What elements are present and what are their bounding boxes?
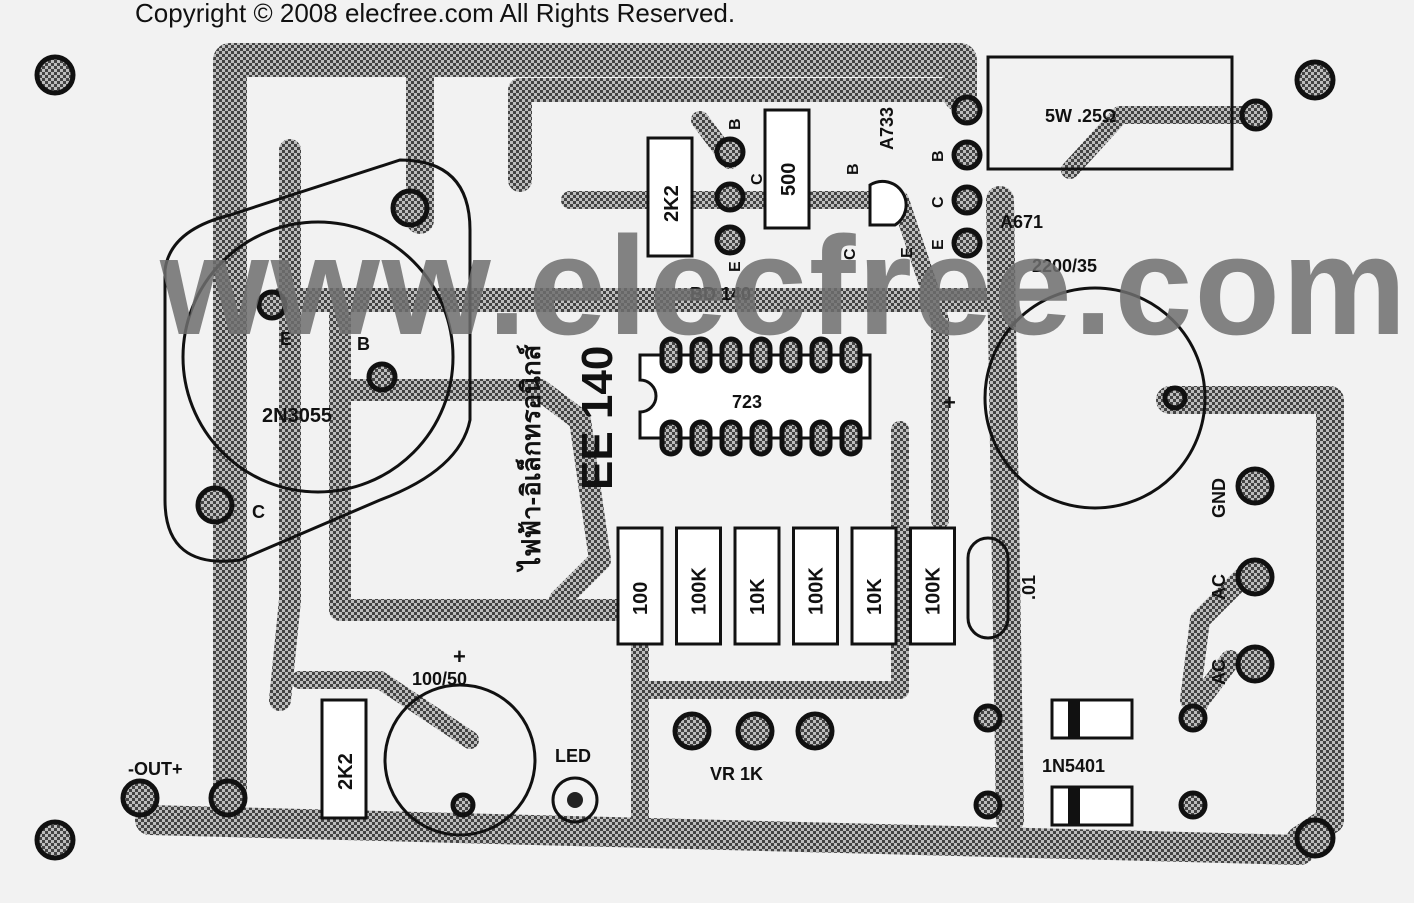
component-label: 723 (732, 392, 762, 412)
thai-text: ไฟฟ้า-อิเล็กทรอนิกส์ (515, 344, 546, 573)
copyright-text: Copyright © 2008 elecfree.com All Rights… (135, 0, 736, 28)
capacitor-100uf (383, 683, 537, 837)
bd140-pads (714, 136, 746, 256)
component-label: VR 1K (710, 764, 763, 784)
mounting-holes (34, 54, 1336, 861)
capacitor-2200uf (983, 286, 1207, 510)
terminal-pads (120, 466, 1275, 818)
ic-pin (689, 419, 713, 457)
component-label: 1N5401 (1042, 756, 1105, 776)
component-label: + (453, 644, 466, 669)
ic-pin (719, 336, 743, 374)
resistor-value: 10K (747, 578, 769, 615)
resistor (909, 526, 956, 646)
resistor (850, 526, 898, 646)
ic-pin (779, 419, 803, 457)
transistor-2n3055 (163, 158, 472, 563)
resistor-bank: 100 100K 10K 100K 10K 100K (616, 526, 956, 646)
component-label: BD 140 (690, 284, 751, 304)
resistor-value: 100K (923, 567, 945, 615)
component-label: 2200/35 (1032, 256, 1097, 276)
ic-pin (809, 336, 833, 374)
ic-pin (749, 336, 773, 374)
component-label: E (930, 239, 947, 250)
resistor-2k2-bottom (320, 698, 368, 820)
diodes-1n5401 (973, 698, 1208, 827)
resistor (792, 526, 839, 646)
resistor-500 (763, 108, 811, 230)
component-label: E (899, 247, 916, 258)
component-label: .01 (1019, 575, 1039, 600)
component-label: 2K2 (335, 753, 357, 790)
ic-pin (659, 336, 683, 374)
vr-pads (672, 711, 835, 751)
component-label: 500 (778, 163, 800, 196)
ic-pin (719, 419, 743, 457)
component-label: B (845, 163, 862, 175)
transistor-a733 (868, 179, 908, 227)
component-label: 2K2 (661, 185, 683, 222)
ic-pin (749, 419, 773, 457)
component-label: E (727, 261, 744, 272)
component-label: LED (555, 746, 591, 766)
ic-pin (839, 419, 863, 457)
component-label: AC (1209, 659, 1229, 685)
component-label: 100/50 (412, 669, 467, 689)
watermark: www.elecfree.com (160, 207, 1409, 364)
resistor (733, 526, 781, 646)
ic-pin (809, 419, 833, 457)
component-label: GND (1209, 478, 1229, 518)
resistor-value: 100K (689, 567, 711, 615)
shunt-resistor (986, 55, 1234, 171)
resistor-value: 100 (630, 582, 652, 615)
component-label: B (357, 334, 370, 354)
component-label: A671 (1000, 212, 1043, 232)
resistor-2k2-top (646, 136, 694, 258)
component-label: B (930, 150, 947, 162)
ic-pin (779, 336, 803, 374)
a671-pads (951, 94, 983, 259)
labels: 2N3055 B E C EE 140 ไฟฟ้า-อิเล็กทรอนิกส์… (128, 106, 1229, 790)
component-label: A733 (877, 107, 897, 150)
component-label: 5W .25Ω (1045, 106, 1116, 126)
component-label: + (943, 390, 956, 415)
component-label: -OUT+ (128, 759, 183, 779)
led (551, 776, 599, 824)
label-2n3055: 2N3055 (262, 405, 332, 427)
component-label: C (842, 248, 859, 260)
board-id: EE 140 (573, 346, 622, 490)
component-label: AC (1209, 574, 1229, 600)
resistor-value: 100K (806, 567, 828, 615)
ic-pin (689, 336, 713, 374)
ic-pin (839, 336, 863, 374)
ic-723 (638, 336, 872, 457)
component-label: C (252, 502, 265, 522)
component-label: B (727, 118, 744, 130)
component-label: C (930, 196, 947, 208)
ic-pin (659, 419, 683, 457)
component-label: C (749, 173, 766, 185)
resistor-value: 10K (864, 578, 886, 615)
capacitor-001 (966, 536, 1010, 640)
resistor (675, 526, 722, 646)
resistor (616, 526, 664, 646)
component-label: E (280, 329, 292, 349)
